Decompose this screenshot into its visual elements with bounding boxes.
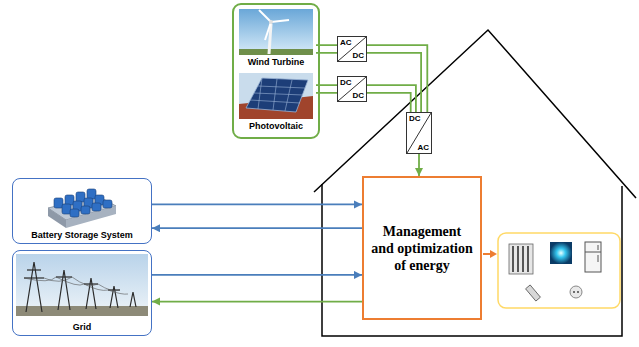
converter-box: DCDC bbox=[337, 76, 367, 102]
converter-label: DC bbox=[352, 51, 364, 60]
node-label: Wind Turbine bbox=[246, 57, 307, 68]
energy-flow-line bbox=[316, 85, 337, 93]
energy-flow-line bbox=[152, 227, 362, 229]
battery-picture bbox=[48, 189, 116, 228]
converter-label: DC bbox=[352, 91, 364, 100]
energy-flow-line bbox=[152, 301, 362, 303]
converter-label: AC bbox=[340, 38, 352, 47]
source-panel bbox=[233, 4, 319, 138]
converter-box: DC AC bbox=[406, 112, 432, 154]
node-title: Management and optimization of energy bbox=[370, 223, 474, 274]
appliance-icons bbox=[509, 242, 601, 301]
appliance-panel bbox=[498, 233, 620, 308]
output-arrow bbox=[483, 250, 497, 258]
energy-flow-line bbox=[418, 154, 420, 176]
converter-box: ACDC bbox=[337, 36, 367, 62]
wind-turbine-picture bbox=[239, 9, 313, 55]
energy-flow-line bbox=[367, 45, 427, 112]
energy-flow-line bbox=[367, 85, 416, 112]
photovoltaic-picture bbox=[239, 73, 313, 119]
node-label: Photovoltaic bbox=[247, 121, 305, 132]
node-label: Grid bbox=[71, 322, 94, 333]
converter-label: DC bbox=[340, 78, 352, 87]
converter-label: AC bbox=[417, 143, 429, 152]
node-label: Battery Storage System bbox=[29, 230, 135, 241]
converter-label: DC bbox=[409, 114, 421, 123]
energy-flow-line bbox=[152, 203, 362, 205]
grid-node: Grid bbox=[12, 250, 152, 336]
house-outline bbox=[314, 30, 636, 336]
battery-node: Battery Storage System bbox=[12, 178, 152, 244]
photovoltaic-node: Photovoltaic bbox=[236, 72, 316, 134]
energy-flow-line bbox=[316, 45, 337, 53]
wind-turbine-node: Wind Turbine bbox=[236, 8, 316, 70]
grid-picture bbox=[16, 254, 148, 316]
energy-flow-line bbox=[152, 274, 362, 276]
management-box: Management and optimization of energy bbox=[362, 176, 482, 320]
